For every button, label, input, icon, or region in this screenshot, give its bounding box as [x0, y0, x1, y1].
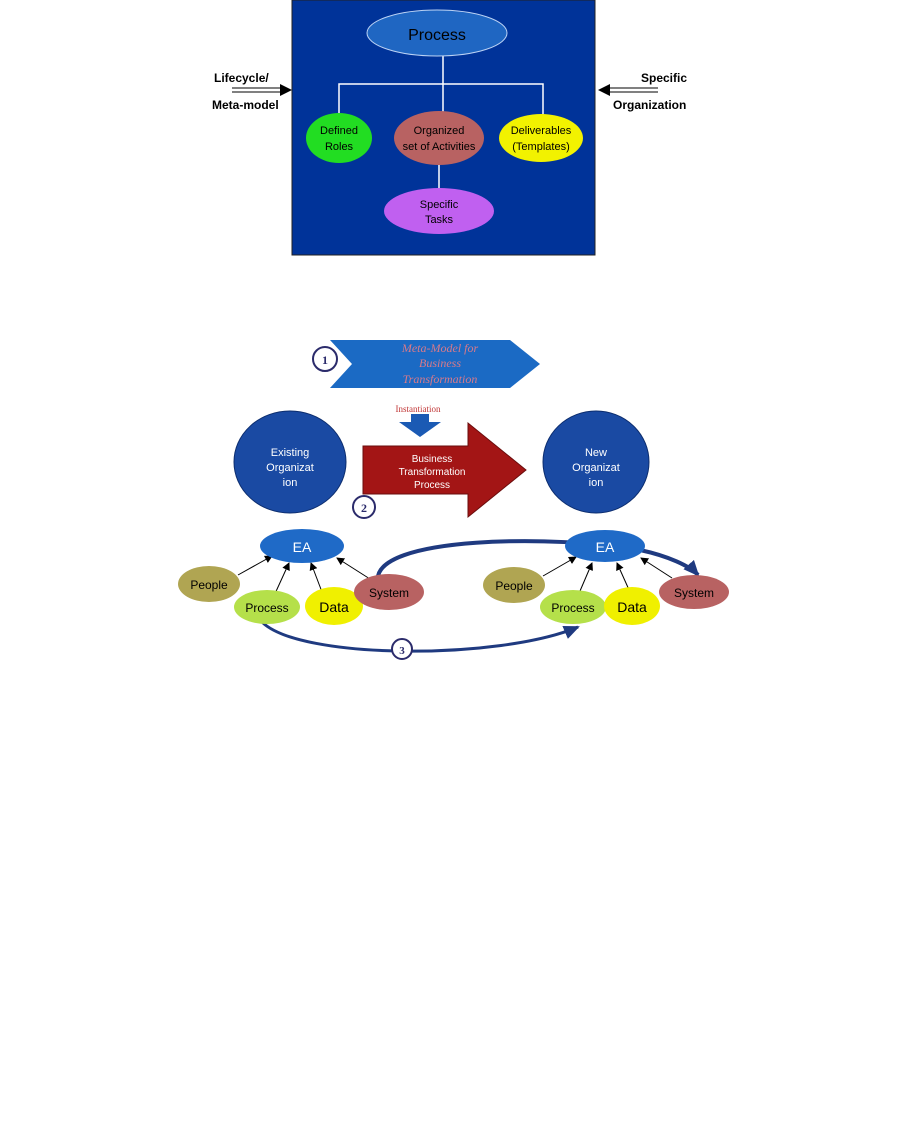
process-node	[366, 9, 508, 57]
lifecycle-label-1: Lifecycle/	[214, 71, 269, 85]
instantiation-label: Instantiation	[396, 404, 441, 414]
new-org-label-1: New	[585, 447, 607, 459]
lifecycle-label-2: Meta-model	[212, 98, 279, 112]
transformation-label-1: Business	[412, 454, 453, 465]
new-org-label-2: Organizat	[572, 462, 620, 474]
meta-model-label-1: Meta-Model for	[401, 341, 479, 355]
existing-org-label-2: Organizat	[266, 462, 314, 474]
right-ea-node	[565, 530, 645, 562]
roles-node	[306, 113, 372, 163]
left-ea-node	[260, 529, 344, 563]
roles-label-2: Roles	[325, 141, 354, 153]
right-system-node	[659, 575, 729, 609]
left-people-label: People	[190, 578, 228, 592]
tasks-node	[384, 188, 494, 234]
right-data-label: Data	[617, 599, 647, 615]
tasks-label-1: Specific	[420, 199, 459, 211]
step-3-badge	[391, 638, 413, 660]
activities-label-1: Organized	[414, 125, 465, 137]
left-process-node	[234, 590, 300, 624]
transformation-arrow	[362, 421, 527, 519]
left-ea-label: EA	[293, 539, 312, 555]
new-org-label-3: ion	[589, 477, 604, 489]
specific-label-2: Organization	[613, 98, 686, 112]
activities-label-2: set of Activities	[403, 141, 476, 153]
right-system-label: System	[674, 586, 714, 600]
left-input-arrow	[232, 84, 292, 96]
existing-organization-node	[233, 410, 347, 514]
new-organization-node	[542, 410, 650, 514]
right-data-node	[604, 587, 660, 625]
left-process-label: Process	[245, 601, 288, 615]
left-people-node	[178, 566, 240, 602]
step-3-label: 3	[399, 645, 405, 657]
roles-label-1: Defined	[320, 125, 358, 137]
step-2-label: 2	[361, 501, 367, 515]
transformation-label-2: Transformation	[399, 467, 466, 478]
transformation-label-3: Process	[414, 480, 450, 491]
instantiation-arrow	[399, 414, 441, 437]
left-ea-cluster: EA People Process Data System	[178, 529, 424, 625]
right-people-label: People	[495, 579, 533, 593]
deliverables-label-1: Deliverables	[511, 125, 572, 137]
step-1-badge	[312, 346, 338, 372]
transformation-diagram: 1 Meta-Model for Business Transformation…	[178, 340, 729, 660]
right-ea-label: EA	[596, 539, 615, 555]
existing-org-label-1: Existing	[271, 447, 310, 459]
process-label: Process	[408, 27, 466, 44]
left-data-node	[305, 587, 363, 625]
deliverables-node	[499, 114, 583, 162]
deliverables-label-2: (Templates)	[512, 141, 569, 153]
tasks-label-2: Tasks	[425, 214, 454, 226]
meta-model-chevron	[330, 340, 540, 388]
right-input-arrow	[598, 84, 658, 96]
right-ea-cluster: EA People Process Data System	[483, 530, 729, 625]
step-1-label: 1	[322, 353, 328, 367]
branch-connector	[338, 83, 544, 118]
process-diagram: Process Defined Roles Organized set of A…	[212, 0, 687, 256]
left-data-label: Data	[319, 599, 349, 615]
meta-model-label-3: Transformation	[403, 372, 478, 386]
meta-model-label-2: Business	[419, 356, 461, 370]
specific-label-1: Specific	[641, 71, 687, 85]
right-process-node	[540, 590, 606, 624]
right-process-label: Process	[551, 601, 594, 615]
existing-org-label-3: ion	[283, 477, 298, 489]
left-system-label: System	[369, 586, 409, 600]
step-2-badge	[352, 495, 376, 519]
left-system-node	[354, 574, 424, 610]
right-people-node	[483, 567, 545, 603]
cycle-arrow-lower	[260, 620, 580, 653]
activities-node	[394, 111, 484, 165]
